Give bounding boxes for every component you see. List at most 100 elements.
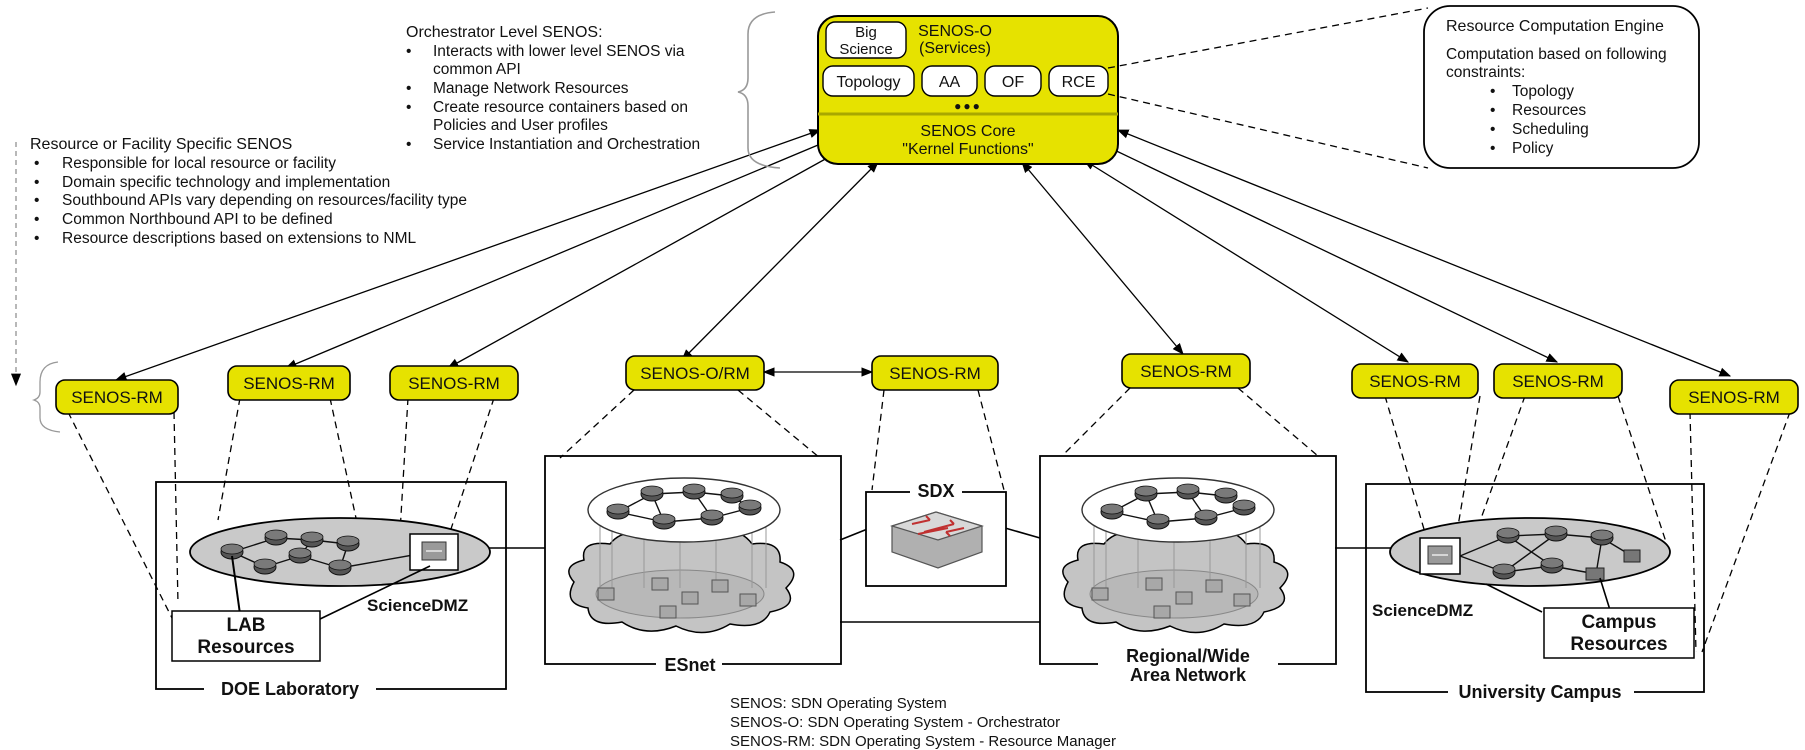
svg-text:•: • (34, 211, 39, 228)
senos-core-subtitle: "Kernel Functions" (902, 141, 1033, 158)
svg-text:SENOS-RM: SENOS-RM (1369, 372, 1461, 391)
resource-manager-pills: SENOS-RM SENOS-RM SENOS-RM SENOS-O/RM SE… (55, 353, 1799, 415)
regional-routers (1100, 483, 1256, 530)
facility-note: Resource or Facility Specific SENOS • Re… (10, 136, 467, 433)
svg-text:•: • (406, 80, 411, 97)
orchestrator-bullet-2: Manage Network Resources (433, 80, 629, 97)
svg-text:•: • (406, 43, 411, 60)
rce-bullet-policy: Policy (1512, 140, 1554, 157)
senos-core-title: SENOS Core (920, 123, 1015, 140)
svg-text:SENOS-RM: SENOS-RM (1512, 372, 1604, 391)
campus-resources-line-2: Resources (1570, 634, 1667, 655)
facility-bullet-4: Common Northbound API to be defined (62, 211, 333, 228)
senos-rm-campus-1: SENOS-RM (1351, 363, 1479, 399)
svg-text:•: • (34, 155, 39, 172)
doe-lab-routers (220, 529, 360, 576)
senos-o-title: SENOS-O (918, 23, 992, 40)
projection-lines (67, 387, 1791, 653)
legend-senos-rm: SENOS-RM: SDN Operating System - Resourc… (730, 733, 1116, 750)
campus-routers (1492, 525, 1641, 581)
rce-bullet-topology: Topology (1512, 83, 1574, 100)
facility-bullet-5: Resource descriptions based on extension… (62, 230, 416, 247)
svg-text:SENOS-RM: SENOS-RM (71, 388, 163, 407)
svg-text:SENOS-RM: SENOS-RM (243, 374, 335, 393)
big-science-box (825, 21, 907, 59)
regional-label-line-2: Area Network (1130, 665, 1247, 685)
facility-bullet-1: Responsible for local resource or facili… (62, 155, 336, 172)
senos-rm-doe-3: SENOS-RM (389, 365, 519, 401)
senos-orchestrator-box: Big Science SENOS-O (Services) Topology … (817, 15, 1119, 165)
svg-text:Topology: Topology (836, 74, 900, 91)
doe-laboratory-label: DOE Laboratory (221, 679, 359, 699)
senos-rm-doe-2: SENOS-RM (227, 365, 351, 401)
big-science-line-1: Big (855, 24, 877, 41)
doe-laboratory-domain: DOE Laboratory LAB Resources ScienceDMZ (155, 481, 507, 699)
svg-text:•: • (34, 192, 39, 209)
senos-rm-sdx: SENOS-RM (871, 355, 999, 391)
legend-senos-o: SENOS-O: SDN Operating System - Orchestr… (730, 714, 1060, 731)
svg-text:AA: AA (939, 74, 961, 91)
facility-bullet-3: Southbound APIs vary depending on resour… (62, 192, 467, 209)
rce-bullet-scheduling: Scheduling (1512, 121, 1589, 138)
lab-resources-line-2: Resources (197, 637, 294, 658)
svg-text:•: • (34, 230, 39, 247)
science-dmz-left-label: ScienceDMZ (367, 596, 468, 615)
campus-resources-line-1: Campus (1582, 612, 1657, 633)
svg-text:•: • (406, 99, 411, 116)
orchestrator-note-title: Orchestrator Level SENOS: (406, 24, 603, 41)
sdx-label: SDX (917, 481, 954, 501)
orchestrator-bullet-3a: Create resource containers based on (433, 99, 688, 116)
rce-note-subtitle-2: constraints: (1446, 64, 1525, 81)
esnet-optical-nodes (597, 577, 757, 619)
orchestrator-arrows (114, 129, 1732, 381)
regional-optical-nodes (1091, 577, 1251, 619)
orchestrator-bullet-3b: Policies and User profiles (433, 117, 608, 134)
svg-text:•: • (1490, 121, 1495, 138)
svg-text:SENOS-O/RM: SENOS-O/RM (640, 364, 750, 383)
service-topology (822, 65, 915, 97)
senos-rm-campus-2: SENOS-RM (1493, 363, 1623, 399)
svg-text:RCE: RCE (1062, 74, 1096, 91)
senos-rm-regional: SENOS-RM (1121, 353, 1251, 389)
rce-note-subtitle-1: Computation based on following (1446, 46, 1667, 63)
sdx-domain: SDX (865, 481, 1007, 587)
legend-senos: SENOS: SDN Operating System (730, 695, 947, 712)
services-ellipsis: ●●● (954, 99, 982, 113)
senos-o-rm-esnet: SENOS-O/RM (625, 355, 765, 391)
senos-rm-campus-3: SENOS-RM (1669, 379, 1799, 415)
regional-network-domain: Regional/Wide Area Network (1039, 455, 1337, 685)
esnet-domain: ESnet (544, 455, 842, 675)
svg-text:SENOS-RM: SENOS-RM (408, 374, 500, 393)
university-campus-label: University Campus (1458, 682, 1621, 702)
senos-rm-doe-1: SENOS-RM (55, 379, 179, 415)
senos-o-subtitle: (Services) (919, 40, 991, 57)
svg-text:SENOS-RM: SENOS-RM (1140, 362, 1232, 381)
university-campus-domain: University Campus Campus Resources Scien… (1365, 483, 1705, 702)
orchestrator-bullet-1b: common API (433, 61, 521, 78)
service-of (984, 65, 1042, 97)
science-dmz-switch-left (409, 533, 459, 571)
svg-text:SENOS-RM: SENOS-RM (889, 364, 981, 383)
regional-label-line-1: Regional/Wide (1126, 646, 1250, 666)
science-dmz-right-label: ScienceDMZ (1372, 601, 1473, 620)
svg-text:OF: OF (1002, 74, 1024, 91)
svg-text:SENOS-RM: SENOS-RM (1688, 388, 1780, 407)
rce-bullet-resources: Resources (1512, 102, 1586, 119)
service-aa (921, 65, 978, 97)
orchestrator-note: Orchestrator Level SENOS: • Interacts wi… (406, 11, 781, 169)
facility-note-title: Resource or Facility Specific SENOS (30, 136, 292, 153)
orchestrator-bullet-4: Service Instantiation and Orchestration (433, 136, 700, 153)
svg-text:•: • (1490, 102, 1495, 119)
lab-resources-line-1: LAB (226, 615, 265, 636)
rce-note-title: Resource Computation Engine (1446, 18, 1664, 35)
orchestrator-bullet-1a: Interacts with lower level SENOS via (433, 43, 685, 60)
service-rce (1048, 65, 1109, 97)
svg-text:•: • (34, 174, 39, 191)
facility-bullet-2: Domain specific technology and implement… (62, 174, 390, 191)
svg-text:•: • (406, 136, 411, 153)
esnet-routers (606, 483, 762, 530)
esnet-label: ESnet (664, 655, 715, 675)
big-science-line-2: Science (839, 41, 892, 58)
acronym-legend: SENOS: SDN Operating System SENOS-O: SDN… (730, 695, 1116, 750)
